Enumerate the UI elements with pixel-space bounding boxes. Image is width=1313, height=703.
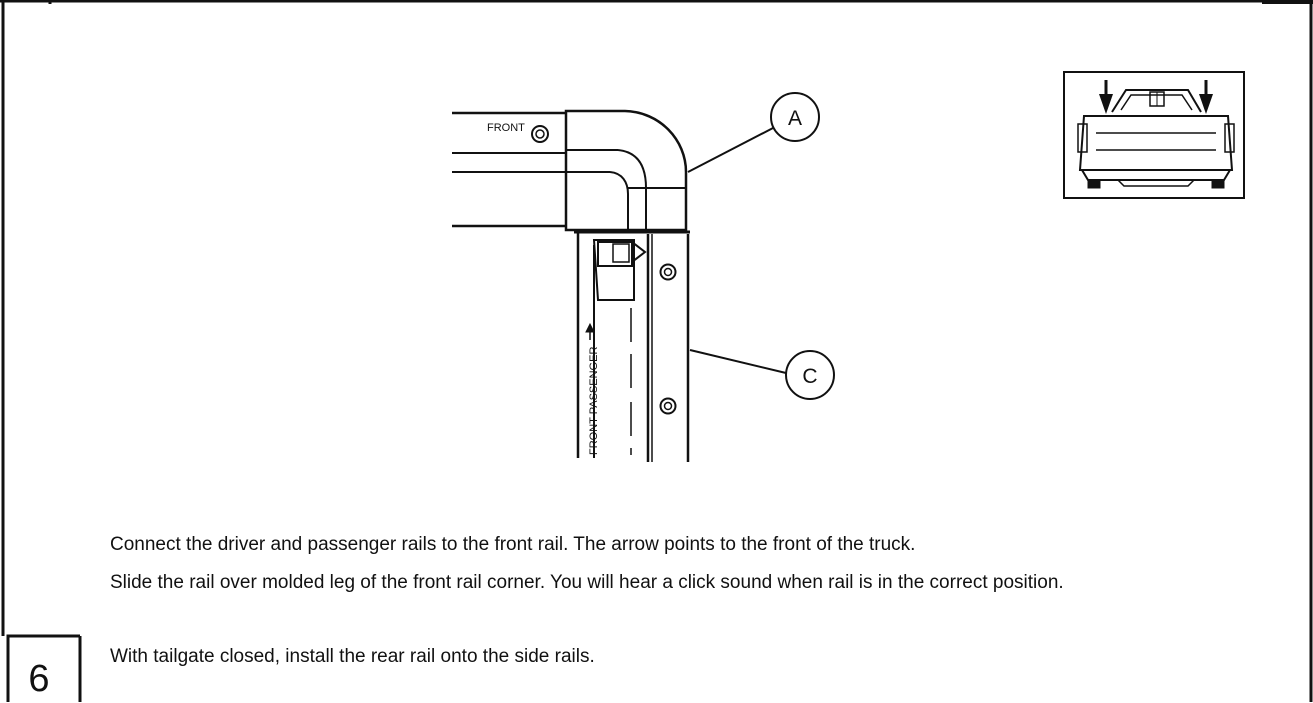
instruction-slide-rail: Slide the rail over molded leg of the fr… — [110, 572, 1064, 593]
callout-c-label: C — [802, 365, 817, 388]
front-passenger-label: FRONT PASSENGER — [588, 347, 600, 455]
instruction-install-rear-rail: With tailgate closed, install the rear r… — [110, 646, 595, 667]
down-arrow-icon — [1099, 80, 1213, 114]
callout-a-label: A — [788, 107, 802, 130]
callout-a-circle — [770, 92, 820, 142]
callout-c-circle — [785, 350, 835, 400]
front-label: FRONT — [487, 122, 525, 134]
instruction-connect-rails: Connect the driver and passenger rails t… — [110, 534, 916, 555]
step-number: 6 — [28, 658, 50, 700]
truck-rear-inset — [1063, 71, 1245, 199]
rail-corner-diagram — [452, 109, 787, 462]
